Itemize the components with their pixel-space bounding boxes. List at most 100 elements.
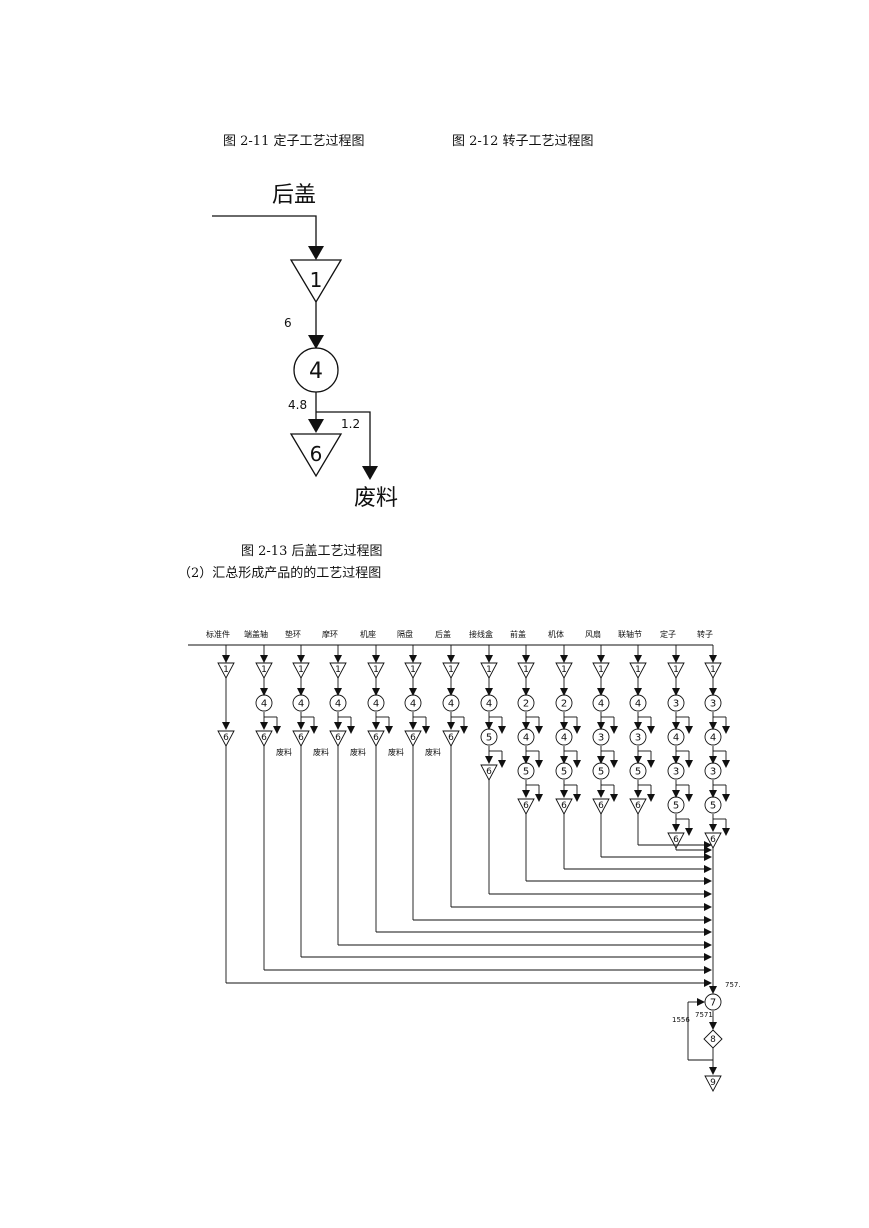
col12-op2-label: 4 [673,733,679,744]
col2-op2-label: 6 [298,733,304,743]
col7-op3-label: 6 [486,767,492,777]
col11-op4-triangle [629,798,647,815]
col12-op4-label: 5 [673,801,679,812]
part-label-1: 端盖轴 [244,629,268,639]
col8-op4-triangle [517,798,535,815]
section-heading-summary: （2）汇总形成产品的的工艺过程图 [178,566,382,581]
col13-op1-circle [704,694,722,712]
col3-op0-triangle [329,662,347,679]
col8-op4-label: 6 [523,801,529,811]
caption-fig-2-12: 图 2-12 转子工艺过程图 [452,134,594,149]
col11-op2-label: 3 [635,733,641,744]
caption-fig-2-13: 图 2-13 后盖工艺过程图 [241,544,383,559]
col9-op0-triangle [555,662,573,679]
col13-op5-label: 6 [710,835,716,845]
col0-op0-label: 1 [223,665,229,675]
op3-triangle [289,433,343,478]
part-label-7: 接线盒 [469,629,493,639]
col12-op4-circle [667,796,685,814]
col8-op0-triangle [517,662,535,679]
col9-op3-circle [555,762,573,780]
col3-op2-triangle [329,730,347,747]
qty-after-op1: 6 [284,316,292,330]
col11-op2-circle [629,728,647,746]
col7-op0-triangle [480,662,498,679]
part-label-11: 联轴节 [618,629,642,639]
col7-op1-label: 4 [486,699,492,710]
col13-op0-label: 1 [710,665,716,675]
col1-op0-label: 1 [261,665,267,675]
col7-op2-circle [480,728,498,746]
col10-op2-label: 3 [598,733,604,744]
col3-op1-circle [329,694,347,712]
col12-op3-circle [667,762,685,780]
col5-op1-label: 4 [410,699,416,710]
part-label-2: 垫环 [285,629,301,639]
col2-op2-triangle [292,730,310,747]
col9-op1-circle [555,694,573,712]
summary-process-diagram: 标准件16端盖轴146垫环146摩环146机座146隔盘146后盖146接线盒1… [188,629,741,1092]
col4-op1-circle [367,694,385,712]
part-label-8: 前盖 [510,629,526,639]
final-value-0: 757. [725,981,741,989]
col9-op3-label: 5 [561,767,567,778]
col13-op3-circle [704,762,722,780]
final-op7-label: 7 [710,998,716,1009]
part-label-10: 风扇 [585,629,601,639]
col13-op4-circle [704,796,722,814]
col10-op1-circle [592,694,610,712]
col1-op1-label: 4 [261,699,267,710]
col11-op4-label: 6 [635,801,641,811]
col6-op0-label: 1 [448,665,454,675]
scrap-label-4: 废料 [388,747,404,757]
part-label-12: 定子 [660,629,676,639]
qty-scrap: 1.2 [341,417,360,431]
col8-op1-label: 2 [523,699,529,710]
col12-op5-triangle [667,832,685,849]
col12-op1-label: 3 [673,699,679,710]
part-label-4: 机座 [360,629,376,639]
final-op7-circle [704,993,722,1011]
col0-op1-triangle [217,730,235,747]
caption-fig-2-11: 图 2-11 定子工艺过程图 [223,134,365,149]
scrap-label-3: 废料 [350,747,366,757]
part-label-5: 隔盘 [397,629,413,639]
op3-label: 6 [310,442,323,466]
col6-op2-triangle [442,730,460,747]
col1-op2-triangle [255,730,273,747]
col2-op0-triangle [292,662,310,679]
col13-op1-label: 3 [710,699,716,710]
col13-op3-label: 3 [710,767,716,778]
col11-op3-circle [629,762,647,780]
col5-op0-label: 1 [410,665,416,675]
col4-op0-label: 1 [373,665,379,675]
col13-op5-triangle [704,832,722,849]
col13-op0-triangle [704,662,722,679]
op1-label: 1 [310,268,323,292]
col2-op1-label: 4 [298,699,304,710]
col1-op0-triangle [255,662,273,679]
col5-op2-triangle [404,730,422,747]
col6-op0-triangle [442,662,460,679]
col1-op1-circle [255,694,273,712]
col9-op4-triangle [555,798,573,815]
col9-op1-label: 2 [561,699,567,710]
col11-op0-label: 1 [635,665,641,675]
col10-op0-label: 1 [598,665,604,675]
col3-op2-label: 6 [335,733,341,743]
col11-op0-triangle [629,662,647,679]
op1-triangle [289,259,343,304]
col11-op1-circle [629,694,647,712]
part-label-6: 后盖 [435,629,451,639]
col13-op2-label: 4 [710,733,716,744]
col12-op1-circle [667,694,685,712]
col0-op1-label: 6 [223,733,229,743]
col8-op0-label: 1 [523,665,529,675]
rear-cover-input-label: 后盖 [272,183,316,208]
col4-op2-triangle [367,730,385,747]
col6-op1-circle [442,694,460,712]
col5-op2-label: 6 [410,733,416,743]
col12-op0-triangle [667,662,685,679]
col4-op2-label: 6 [373,733,379,743]
part-label-9: 机体 [548,629,564,639]
